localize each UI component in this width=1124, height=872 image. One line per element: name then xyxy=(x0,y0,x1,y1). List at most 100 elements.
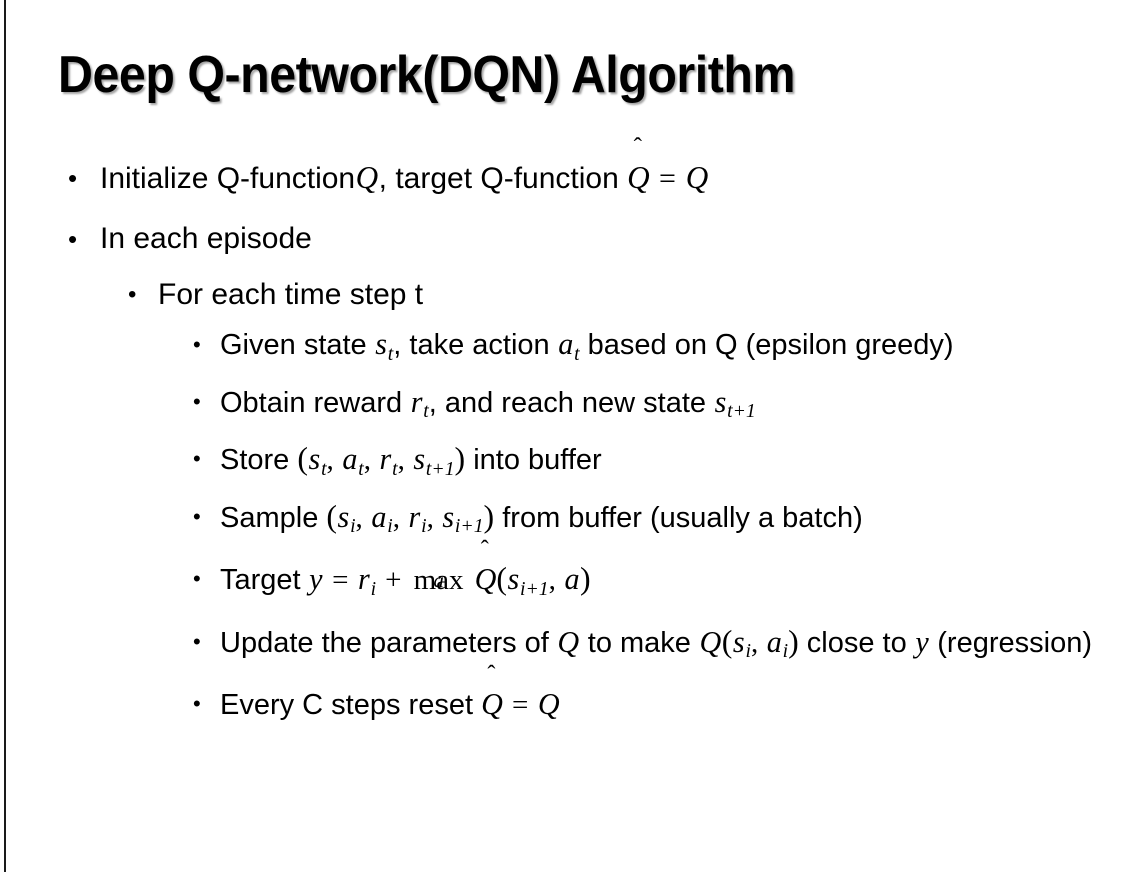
symbol-r: r xyxy=(408,499,421,534)
update-label: Update the parameters of xyxy=(220,626,549,659)
comma: , xyxy=(397,444,405,477)
max-label: max xyxy=(413,564,464,597)
bullet-store: • Store (st, at, rt, st+1) into buffer xyxy=(0,435,1124,493)
symbol-s: s xyxy=(337,499,350,534)
sample-label: Sample xyxy=(220,501,319,534)
symbol-Q-rhs: Q xyxy=(685,160,709,195)
symbol-Q-hat-base: Q xyxy=(627,160,650,195)
subscript-t-plus-1: t+1 xyxy=(727,400,756,423)
comma: , xyxy=(326,444,334,477)
comma: , xyxy=(750,626,759,659)
bullet-dot-icon: • xyxy=(193,566,201,592)
given-state-post: based on Q (epsilon greedy) xyxy=(587,329,954,361)
symbol-a: a xyxy=(342,442,358,477)
subscript-t-plus-1: t+1 xyxy=(425,457,455,480)
symbol-Q-rhs: Q xyxy=(537,687,560,722)
comma: , xyxy=(363,444,371,477)
symbol-Q-hat-base: Q xyxy=(481,687,503,722)
comma: , xyxy=(426,501,434,534)
bullet-given-state: • Given state st, take action at based o… xyxy=(0,321,1124,378)
subscript-i: i xyxy=(745,640,751,663)
left-edge-rule xyxy=(4,0,6,872)
bullet-dot-icon: • xyxy=(193,691,201,717)
comma: , xyxy=(548,564,556,597)
symbol-Q: Q xyxy=(557,624,580,659)
symbol-s: s xyxy=(308,442,321,477)
paren-open: ( xyxy=(297,441,309,477)
subscript-i: i xyxy=(421,515,427,538)
subscript-i: i xyxy=(370,577,377,600)
bullet-initialize: • Initialize Q-functionQ, target Q-funct… xyxy=(0,135,1124,209)
symbol-plus: + xyxy=(385,564,402,597)
hat-accent-icon: ˆ xyxy=(480,537,489,563)
bullet-dot-icon: • xyxy=(193,388,201,414)
bullet-for-each-time-step: • For each time step t xyxy=(0,269,1124,321)
symbol-s: s xyxy=(714,384,727,419)
target-label: Target xyxy=(220,564,301,597)
bullet-store-text: Store (st, at, rt, st+1) into buffer xyxy=(220,435,1094,493)
bullet-dot-icon: • xyxy=(193,503,201,529)
paren-open: ( xyxy=(496,561,507,597)
bullet-obtain-reward-text: Obtain reward rt, and reach new state st… xyxy=(220,378,1094,436)
paren-close: ) xyxy=(788,623,799,659)
page-title: Deep Q-network(DQN) Algorithm xyxy=(58,46,795,104)
given-state-mid: , take action xyxy=(393,329,550,361)
symbol-r: r xyxy=(379,442,392,477)
bullet-update: • Update the parameters of Q to make Q(s… xyxy=(0,618,1124,676)
bullet-dot-icon: • xyxy=(68,224,78,254)
subscript-i: i xyxy=(387,515,393,538)
paren-open: ( xyxy=(326,498,338,534)
bullet-in-each-episode-text: In each episode xyxy=(100,222,312,255)
every-c-label: Every C steps reset xyxy=(220,689,474,722)
paren-open: ( xyxy=(721,623,733,659)
update-mid: to make xyxy=(587,626,691,659)
symbol-a: a xyxy=(766,624,782,659)
subscript-t: t xyxy=(423,400,429,423)
bullet-dot-icon: • xyxy=(193,628,201,654)
paren-close: ) xyxy=(580,561,591,597)
sample-post: from buffer (usually a batch) xyxy=(502,501,863,534)
symbol-r: r xyxy=(410,384,423,419)
store-post: into buffer xyxy=(473,444,602,477)
symbol-Q-hat-base: Q xyxy=(474,562,497,597)
subscript-i-plus-1: i+1 xyxy=(520,577,549,600)
bullet-in-each-episode: • In each episode xyxy=(0,209,1124,269)
bullet-obtain-reward: • Obtain reward rt, and reach new state … xyxy=(0,378,1124,436)
paren-close: ) xyxy=(454,441,466,477)
symbol-equals: = xyxy=(511,689,529,722)
symbol-s: s xyxy=(442,499,455,534)
bullet-list: • Initialize Q-functionQ, target Q-funct… xyxy=(0,135,1124,734)
hat-accent-icon: ˆ xyxy=(487,662,496,689)
bullet-for-each-time-step-text: For each time step t xyxy=(158,278,424,311)
bullet-sample: • Sample (si, ai, ri, si+1) from buffer … xyxy=(0,493,1124,551)
bullet-dot-icon: • xyxy=(128,281,137,308)
bullet-dot-icon: • xyxy=(193,332,201,357)
update-end: (regression) xyxy=(937,626,1092,659)
symbol-Q: Q xyxy=(355,160,379,195)
subscript-t: t xyxy=(392,457,398,480)
subscript-i: i xyxy=(782,640,789,663)
comma: , xyxy=(392,501,400,534)
symbol-Q: Q xyxy=(699,624,722,659)
initialize-label: Initialize Q-function xyxy=(100,162,356,195)
subscript-t: t xyxy=(574,342,580,365)
symbol-s: s xyxy=(375,327,387,361)
subscript-t: t xyxy=(387,342,394,365)
symbol-a: a xyxy=(558,327,574,361)
obtain-mid: , and reach new state xyxy=(428,386,707,419)
paren-close: ) xyxy=(483,498,495,534)
symbol-equals: = xyxy=(332,564,349,597)
given-state-label: Given state xyxy=(220,329,367,361)
symbol-y: y xyxy=(309,562,323,597)
symbol-a: a xyxy=(564,562,580,597)
symbol-r: r xyxy=(358,562,370,597)
